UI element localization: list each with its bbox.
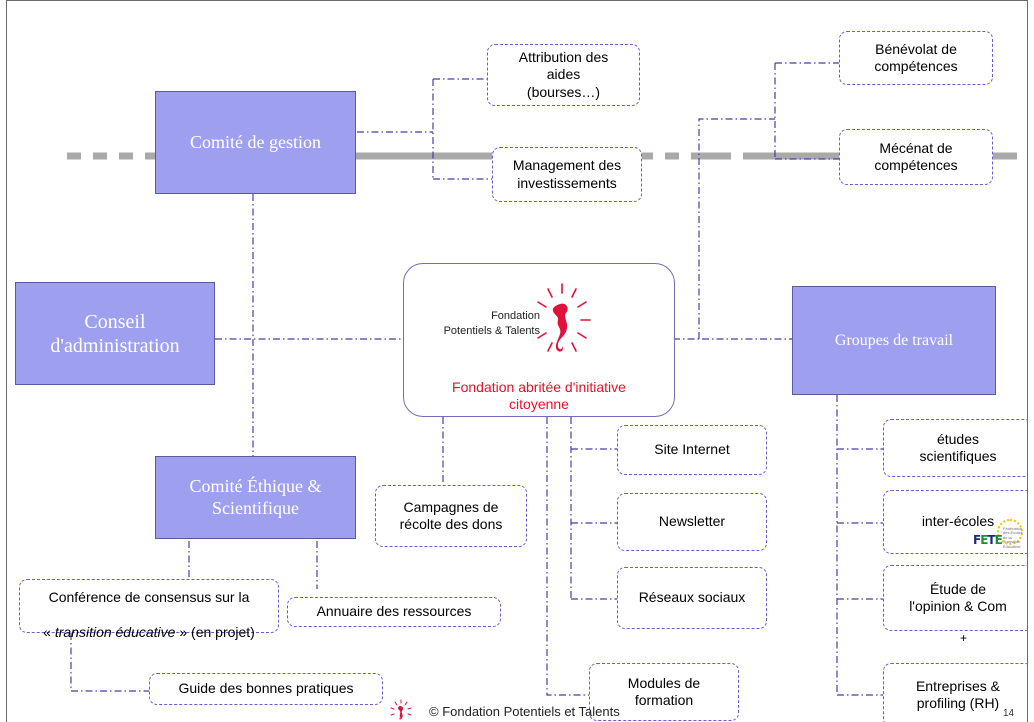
attribution-aides-node[interactable]: Attribution des aides (bourses…) [487,44,640,106]
conference-text: Conférence de consensus sur la « transit… [43,571,255,641]
fete-logo: FETE Fédération des Écoles de la Transit… [973,519,1027,559]
fete-letters: FETE [973,533,1003,547]
connector-gestion-children [357,78,493,180]
etude-opinion-node[interactable]: Étude de l'opinion & Com [883,565,1027,631]
groupes-de-travail-box[interactable]: Groupes de travail [792,286,996,395]
connector-competences [698,62,841,339]
benevolat-competences-node[interactable]: Bénévolat de compétences [839,31,993,85]
conference-prefix: « [43,623,55,640]
page-number: 14 [1003,708,1015,719]
guide-bonnes-pratiques-node[interactable]: Guide des bonnes pratiques [149,673,383,705]
connector-center-channels [570,417,619,600]
conference-line1: Conférence de consensus sur la [48,588,250,605]
fondation-caption: Fondation abritée d'initiative citoyenne [452,379,626,412]
connector-ethique-children [70,541,318,692]
annuaire-ressources-node[interactable]: Annuaire des ressources [287,597,501,627]
conference-italic: transition éducative [54,623,176,640]
fete-e1: E [980,533,988,547]
management-investissements-node[interactable]: Management des investissements [492,147,642,202]
comite-de-gestion-box[interactable]: Comité de gestion [155,91,356,194]
fete-f: F [973,533,981,547]
conference-consensus-node[interactable]: Conférence de consensus sur la « transit… [19,579,279,640]
mecenat-competences-node[interactable]: Mécénat de compétences [839,129,993,185]
fondation-logo-text: Fondation Potentiels & Talents [443,310,540,337]
campagnes-dons-node[interactable]: Campagnes de récolte des dons [375,485,527,547]
comite-ethique-box[interactable]: Comité Éthique & Scientifique [155,456,356,539]
slide: Comité de gestion Conseil d'administrati… [6,0,1028,722]
connector-center-modules [546,417,591,696]
site-internet-node[interactable]: Site Internet [617,425,767,475]
fete-t: T [987,533,995,547]
fete-note: Fédération des Écoles de la Transition É… [1003,526,1023,549]
conseil-administration-box[interactable]: Conseil d'administration [15,282,215,385]
fete-e2: E [994,533,1003,547]
etudes-scientifiques-node[interactable]: études scientifiques [883,419,1027,477]
fondation-center-box[interactable]: Fondation Potentiels & Talents Fondation… [403,263,675,417]
connector-groupes-children [836,395,883,696]
fete-sun-icon [997,519,1023,545]
reseaux-sociaux-node[interactable]: Réseaux sociaux [617,567,767,629]
footer-seahorse-icon [390,699,412,720]
footer-copyright: © Fondation Potentiels et Talents [429,704,620,719]
seahorse-logo-icon [537,283,591,352]
entreprises-profiling-node[interactable]: Entreprises & profiling (RH) [883,663,1027,722]
plus-mark: + [960,631,968,645]
newsletter-node[interactable]: Newsletter [617,493,767,551]
conference-suffix: » (en projet) [175,623,255,640]
modules-formation-node[interactable]: Modules de formation [589,663,739,721]
